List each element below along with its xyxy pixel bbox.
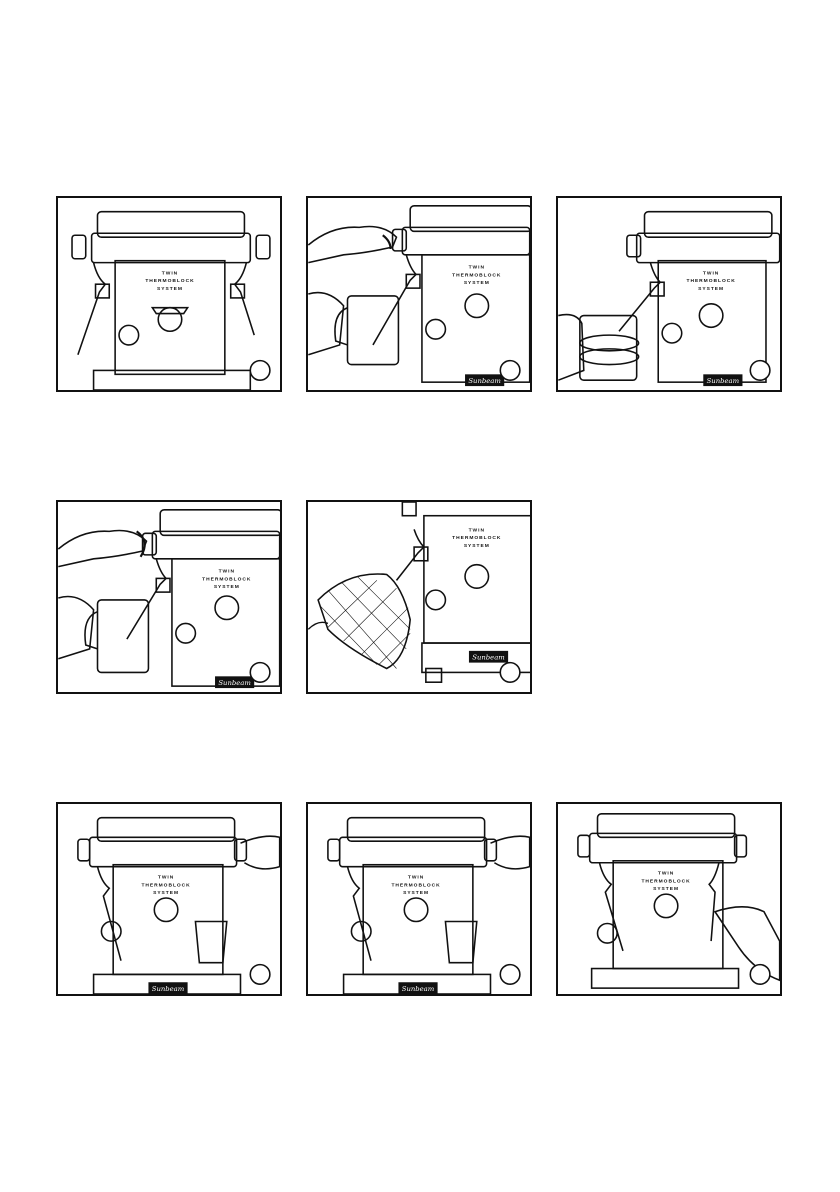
illustration-front-machine: TWIN THERMOBLOCK SYSTEM — [58, 198, 280, 390]
step-circle — [250, 663, 270, 683]
step-circle — [750, 965, 770, 985]
machine-label-1: TWIN — [469, 265, 485, 271]
panel-6: TWIN THERMOBLOCK SYSTEM Sunbeam — [56, 802, 282, 996]
panel-2: TWIN THERMOBLOCK SYSTEM Sunbeam — [306, 196, 532, 392]
brand-logo: Sunbeam — [472, 654, 505, 662]
panel-5: TWIN THERMOBLOCK SYSTEM Sunbeam — [306, 500, 532, 694]
machine-label-2: THERMOBLOCK — [452, 535, 501, 541]
brand-logo: Sunbeam — [402, 985, 435, 993]
illustration-wipe-wand: TWIN THERMOBLOCK SYSTEM Sunbeam — [308, 502, 530, 692]
illustration-glass-knob-back: TWIN THERMOBLOCK SYSTEM Sunbeam — [308, 804, 530, 994]
step-circle — [250, 965, 270, 985]
machine-label-3: SYSTEM — [403, 890, 429, 896]
machine-label-2: THERMOBLOCK — [641, 878, 690, 884]
machine-label-3: SYSTEM — [153, 890, 179, 896]
brand-logo: Sunbeam — [468, 377, 501, 385]
machine-label-3: SYSTEM — [464, 280, 490, 286]
step-circle — [500, 663, 520, 683]
machine-label-3: SYSTEM — [653, 886, 679, 892]
machine-label-3: SYSTEM — [698, 286, 724, 292]
machine-label-1: TWIN — [469, 527, 485, 533]
machine-label-1: TWIN — [658, 871, 674, 877]
machine-label-2: THERMOBLOCK — [141, 882, 190, 888]
machine-label-1: TWIN — [408, 874, 424, 880]
illustration-glass-knob: TWIN THERMOBLOCK SYSTEM Sunbeam — [58, 804, 280, 994]
step-circle — [500, 361, 520, 381]
brand-logo: Sunbeam — [707, 377, 740, 385]
machine-label-2: THERMOBLOCK — [202, 576, 251, 582]
machine-label-1: TWIN — [158, 874, 174, 880]
machine-label-3: SYSTEM — [464, 543, 490, 549]
cloth-icon — [318, 574, 410, 668]
machine-label-3: SYSTEM — [157, 286, 183, 292]
machine-label-1: TWIN — [219, 569, 235, 575]
panel-4: TWIN THERMOBLOCK SYSTEM Sunbeam — [56, 500, 282, 694]
illustration-remove-wand: TWIN THERMOBLOCK SYSTEM — [558, 804, 780, 994]
machine-label-2: THERMOBLOCK — [145, 278, 194, 284]
step-circle — [500, 965, 520, 985]
panel-3: TWIN THERMOBLOCK SYSTEM Sunbeam — [556, 196, 782, 392]
panel-8: TWIN THERMOBLOCK SYSTEM — [556, 802, 782, 996]
machine-label-2: THERMOBLOCK — [687, 278, 736, 284]
brand-logo: Sunbeam — [152, 985, 185, 993]
machine-label-1: TWIN — [162, 270, 178, 276]
brand-logo: Sunbeam — [218, 679, 251, 687]
panel-7: TWIN THERMOBLOCK SYSTEM Sunbeam — [306, 802, 532, 996]
step-circle — [750, 361, 770, 381]
step-circle — [250, 361, 270, 381]
illustration-knob-off-jug: TWIN THERMOBLOCK SYSTEM Sunbeam — [58, 502, 280, 692]
illustration-steam-knob-jug: TWIN THERMOBLOCK SYSTEM Sunbeam — [308, 198, 530, 390]
panel-1: TWIN THERMOBLOCK SYSTEM — [56, 196, 282, 392]
machine-label-2: THERMOBLOCK — [391, 882, 440, 888]
machine-label-2: THERMOBLOCK — [452, 272, 501, 278]
machine-label-1: TWIN — [703, 270, 719, 276]
illustration-swirl-jug: TWIN THERMOBLOCK SYSTEM Sunbeam — [558, 198, 780, 390]
machine-label-3: SYSTEM — [214, 584, 240, 590]
